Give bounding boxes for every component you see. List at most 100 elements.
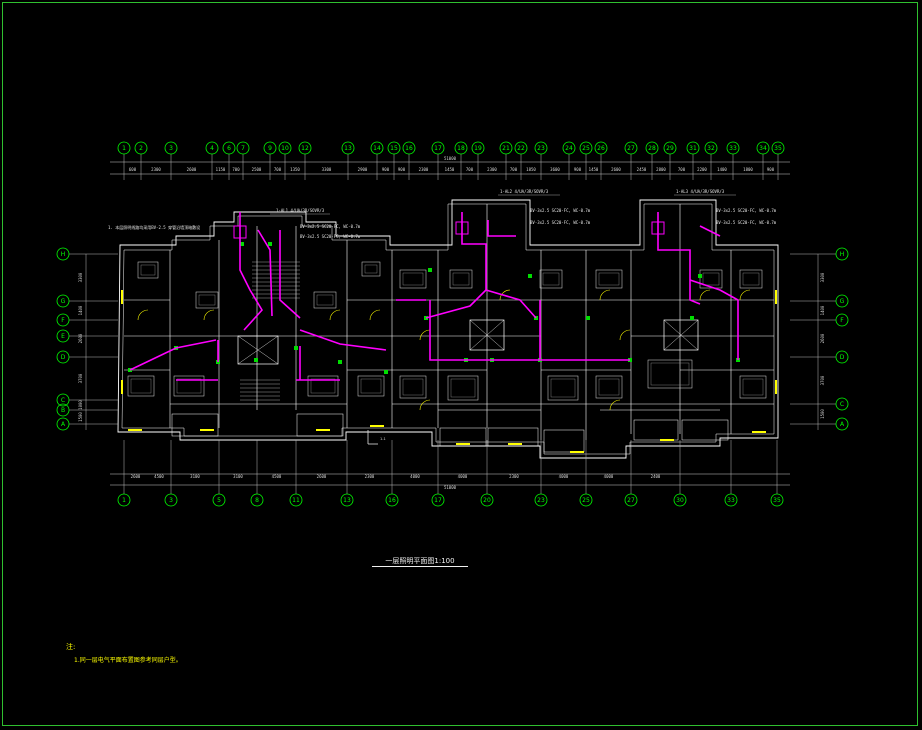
axis-bubble-bottom [724, 493, 738, 507]
dim-value-top: 700 [466, 167, 474, 172]
section-mark: 1-1 [380, 437, 386, 441]
axis-bubble-top [402, 141, 416, 155]
furniture [595, 269, 623, 289]
axis-label-bottom: 3 [169, 497, 173, 504]
dim-value-bottom: 2400 [651, 474, 661, 479]
light-fixture [690, 316, 694, 320]
axis-bubble-top [534, 141, 548, 155]
light-fixture [338, 360, 342, 364]
axis-label-bottom: 5 [217, 497, 221, 504]
axis-bubble-top [704, 141, 718, 155]
balcony [296, 413, 344, 437]
dim-value-top: 2300 [151, 167, 161, 172]
axis-bubble-bottom [250, 493, 264, 507]
axis-label-top: 21 [502, 145, 510, 152]
axis-label-right: A [840, 421, 845, 428]
dim-total-bottom: 51000 [444, 485, 457, 490]
furniture-inner [130, 378, 152, 394]
furniture [647, 359, 693, 389]
cable-note: BV-3x2.5 SC20-FC, WC-0.7m [530, 208, 591, 213]
light-fixture [240, 242, 244, 246]
furniture [195, 291, 219, 309]
axis-label-top: 15 [390, 145, 398, 152]
dim-value-right: 3700 [820, 375, 825, 385]
axis-label-left: C [61, 397, 65, 404]
drawing-title: 一层照明平面图1:100 [372, 556, 468, 567]
dim-value-bottom: 3100 [233, 474, 243, 479]
elevator-core [663, 319, 699, 351]
axis-label-top: 24 [565, 145, 573, 152]
dim-value-bottom: 4000 [458, 474, 468, 479]
axis-bubble-right [835, 313, 849, 327]
axis-bubble-top [431, 141, 445, 155]
axis-bubble-bottom [340, 493, 354, 507]
axis-bubble-bottom [431, 493, 445, 507]
lighting-circuit [239, 212, 263, 331]
axis-label-left: E [61, 333, 65, 340]
balcony [633, 419, 679, 441]
axis-bubble-right [835, 247, 849, 261]
lighting-circuit [485, 289, 537, 319]
axis-label-top: 1 [122, 145, 126, 152]
axis-bubble-top [236, 141, 250, 155]
furniture [699, 269, 723, 289]
axis-bubble-top [562, 141, 576, 155]
exterior-wall [117, 199, 779, 459]
axis-bubble-left [56, 313, 70, 327]
dim-value-top: 1150 [216, 167, 226, 172]
riser-label: 1-AL3 4/UA/3R/SOVR/3 [676, 189, 725, 194]
axis-bubble-bottom [164, 493, 178, 507]
axis-label-top: 6 [227, 145, 231, 152]
axis-label-top: 16 [405, 145, 413, 152]
dim-value-top: 2300 [487, 167, 497, 172]
door-swing [329, 309, 341, 321]
light-fixture [528, 274, 532, 278]
axis-bubble-top [645, 141, 659, 155]
door-swing [619, 329, 631, 341]
axis-bubble-top [594, 141, 608, 155]
balcony [681, 419, 729, 441]
axis-bubble-right [835, 397, 849, 411]
axis-bubble-top [117, 141, 131, 155]
furniture [399, 269, 427, 289]
axis-bubble-top [756, 141, 770, 155]
furniture-inner [450, 378, 476, 398]
dim-value-top: 3300 [322, 167, 332, 172]
axis-label-top: 14 [373, 145, 381, 152]
notes-heading: 注: [66, 643, 76, 651]
cable-note: BV-3x2.5 SC20-FC, WC-0.7m [716, 208, 777, 213]
axis-label-right: H [840, 251, 845, 258]
lighting-circuit [657, 212, 701, 305]
dim-value-bottom: 2600 [317, 474, 327, 479]
axis-bubble-bottom [673, 493, 687, 507]
furniture-inner [316, 294, 334, 306]
light-fixture [384, 370, 388, 374]
furniture-inner [452, 272, 470, 286]
furniture [313, 291, 337, 309]
lighting-circuit [257, 229, 273, 317]
dim-value-top: 700 [232, 167, 240, 172]
furniture [357, 375, 385, 397]
furniture-inner [598, 272, 620, 286]
axis-label-bottom: 8 [255, 497, 259, 504]
lighting-circuit [689, 279, 739, 360]
elevator-cross [663, 319, 699, 351]
axis-bubble-top [134, 141, 148, 155]
furniture-inner [742, 272, 760, 286]
dim-total-top: 51000 [444, 156, 457, 161]
axis-bubble-top [686, 141, 700, 155]
axis-label-bottom: 20 [483, 497, 491, 504]
axis-label-left: H [61, 251, 66, 258]
axis-label-bottom: 11 [292, 497, 300, 504]
axis-bubble-left [56, 329, 70, 343]
axis-label-top: 4 [210, 145, 214, 152]
lighting-circuit [429, 300, 630, 361]
balcony [487, 427, 539, 447]
dim-value-bottom: 4000 [604, 474, 614, 479]
furniture-inner [360, 378, 382, 394]
axis-bubble-left [56, 294, 70, 308]
axis-bubble-bottom [480, 493, 494, 507]
